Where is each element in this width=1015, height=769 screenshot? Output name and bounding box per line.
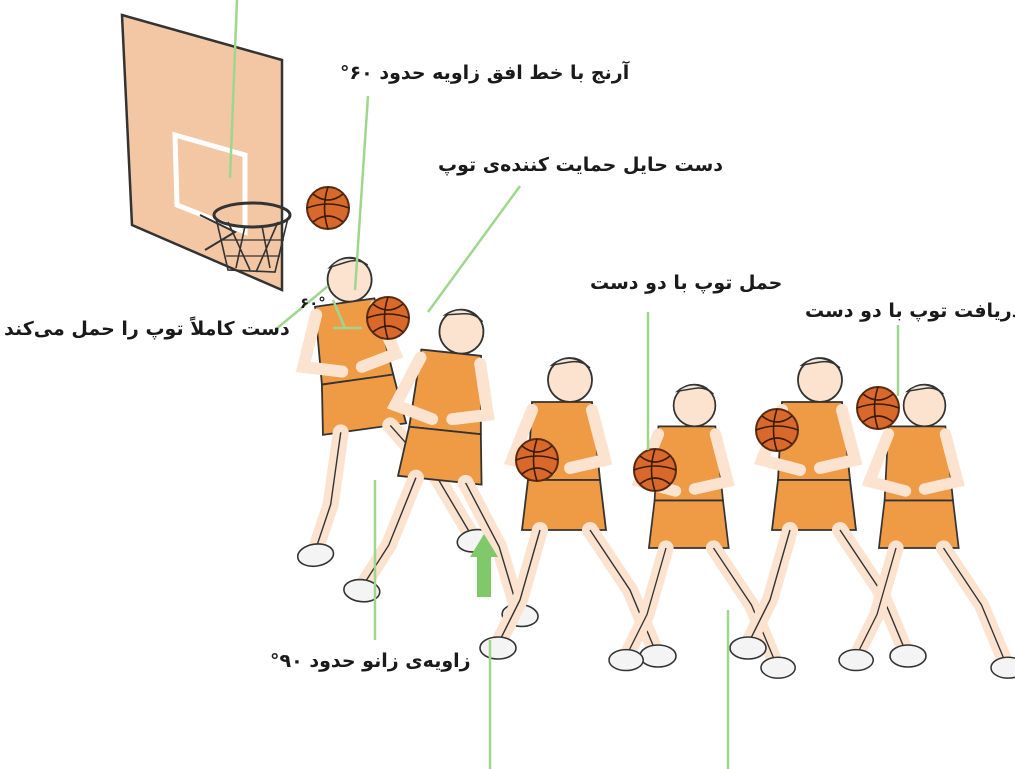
basketball: [857, 387, 899, 429]
basketball-hoop: [122, 15, 290, 290]
basketball-player: [839, 385, 1015, 679]
label-support-hand: دست حایل حمایت کننده‌ی توپ: [438, 154, 723, 176]
label-two-hand-carry: حمل توپ با دو دست: [590, 272, 782, 294]
label-two-hand-receive: دریافت توپ با دو دست: [805, 300, 1015, 322]
basketball: [307, 187, 349, 229]
label-elbow-angle: آرنج با خط افق زاویه حدود ۶۰°: [340, 62, 629, 84]
basketball: [634, 449, 676, 491]
label-angle-60: ۶۰°: [300, 294, 326, 312]
label-knee-angle: زاویه‌ی زانو حدود ۹۰°: [270, 650, 471, 672]
basketball: [756, 409, 798, 451]
basketball: [516, 439, 558, 481]
label-hand-carries-ball: دست کاملاً توپ را حمل می‌کند: [4, 318, 290, 340]
basketball: [367, 297, 409, 339]
